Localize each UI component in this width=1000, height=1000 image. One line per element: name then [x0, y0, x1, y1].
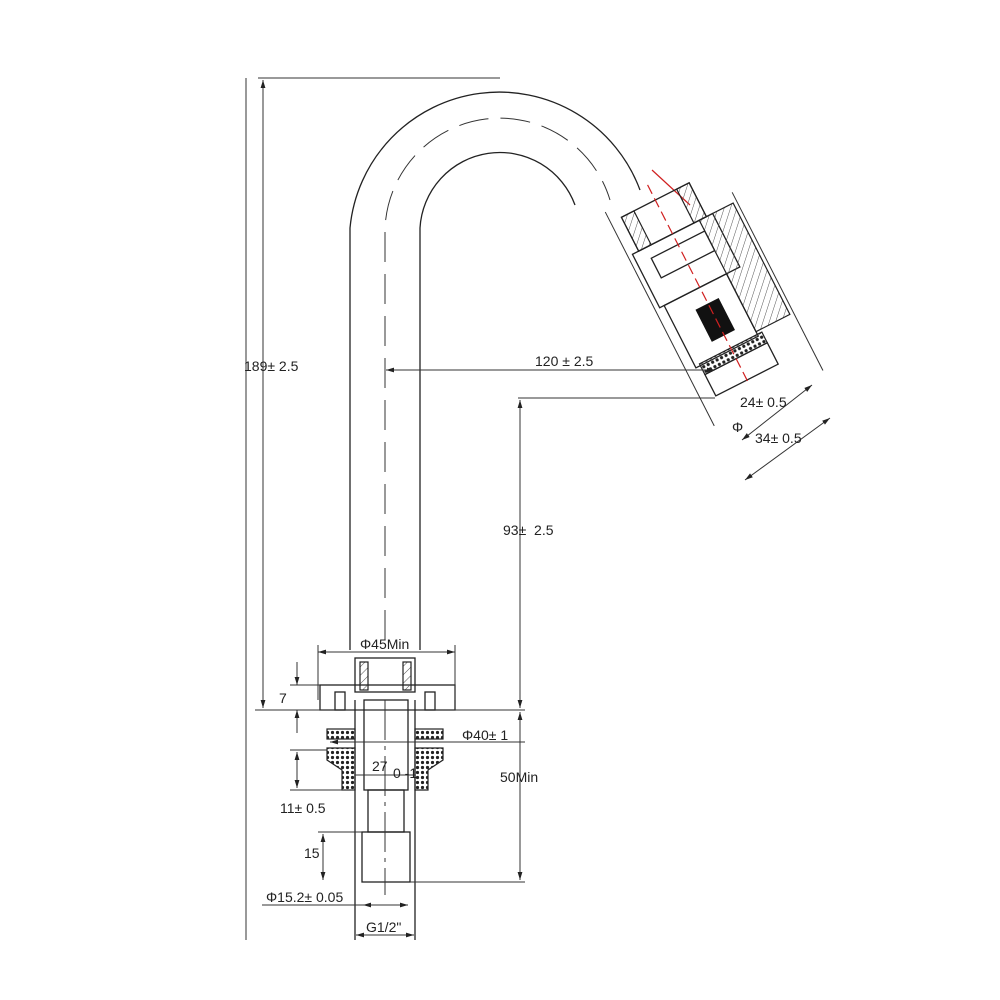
base-height-dimension: 7	[279, 690, 287, 706]
base-flange	[319, 657, 456, 711]
total-height-dimension: 189± 2.5	[244, 358, 299, 374]
reach-dimension: 120 ± 2.5	[535, 353, 593, 369]
spout-pipe	[349, 91, 691, 650]
aerator-inner-dimension: 24± 0.5	[740, 394, 787, 410]
phi-symbol: Φ	[732, 419, 743, 435]
hole-tolerance: 0 -1	[393, 765, 417, 781]
shank	[354, 699, 416, 940]
thread-spec-label: G1/2"	[366, 919, 401, 935]
thread-diameter-dimension: Φ15.2± 0.05	[266, 889, 343, 905]
aerator-head	[604, 181, 824, 427]
thread-length-dimension: 15	[304, 845, 320, 861]
spout-height-dimension: 93± 2.5	[503, 522, 554, 538]
washer-diameter-dimension: Φ40± 1	[462, 727, 508, 743]
shank-depth-dimension: 50Min	[500, 769, 538, 785]
hole-size-dimension: 27	[372, 758, 388, 774]
aerator-outer-dimension: 34± 0.5	[755, 430, 802, 446]
base-diameter-dimension: Φ45Min	[360, 636, 409, 652]
deck-thickness-dimension: 11± 0.5	[280, 800, 326, 816]
gasket	[326, 728, 444, 791]
